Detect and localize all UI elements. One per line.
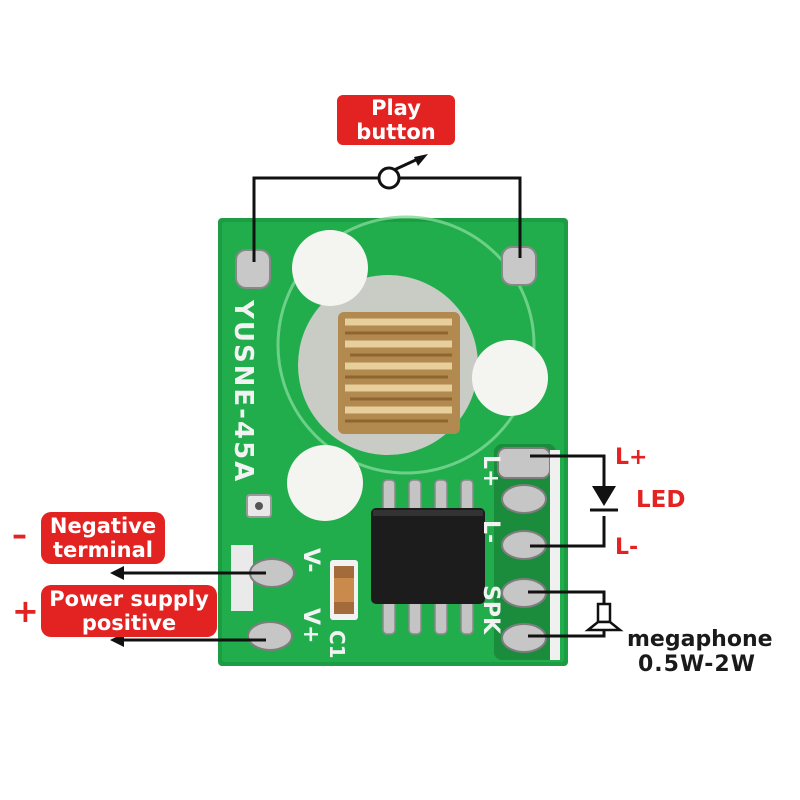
megaphone-power-label: 0.5W-2W [638, 652, 756, 677]
power-arrows [122, 571, 266, 642]
play-button-label-line2: button [356, 120, 436, 144]
speaker-icon [584, 602, 624, 632]
arrow-head-negative [110, 566, 124, 580]
led-icon [590, 486, 618, 512]
play-button-label: Play button [337, 95, 455, 145]
negative-terminal-line2: terminal [52, 538, 154, 562]
power-supply-positive-line1: Power supply [49, 587, 209, 611]
capacitor [330, 560, 358, 620]
power-supply-positive-line2: positive [81, 611, 177, 635]
mount-pad-bottom-left [287, 445, 363, 521]
board-pin-l-minus: L- [478, 520, 503, 543]
l-plus-label: L+ [615, 445, 648, 470]
light-sensor [298, 275, 478, 455]
positive-sign: + [12, 592, 39, 630]
power-supply-positive-label: Power supply positive [41, 585, 217, 637]
negative-terminal-line1: Negative [49, 514, 157, 538]
right-header-pads [494, 444, 560, 660]
board-model-text: YUSNE-45A [228, 299, 258, 483]
led-label: LED [636, 487, 686, 513]
megaphone-label: megaphone [627, 627, 773, 652]
mount-pad-right [472, 340, 548, 416]
board-pin-v-plus: V+ [298, 608, 323, 643]
l-minus-label: L- [615, 535, 639, 560]
led-wiring [530, 454, 606, 548]
board-pin-v-minus: V- [298, 548, 323, 573]
board-pin-spk: SPK [478, 585, 503, 635]
pcb-board: YUSNE-45A L+ L- SPK V- V+ C1 [218, 215, 568, 666]
ic-chip [371, 479, 485, 635]
negative-sign: – [12, 518, 27, 553]
board-pin-l-plus: L+ [478, 455, 503, 487]
negative-terminal-label: Negative terminal [41, 512, 165, 564]
mount-pad-top-left [292, 230, 368, 306]
pad-v-plus [247, 621, 293, 651]
play-button-label-line1: Play [371, 96, 421, 120]
board-cap-label: C1 [325, 630, 349, 659]
